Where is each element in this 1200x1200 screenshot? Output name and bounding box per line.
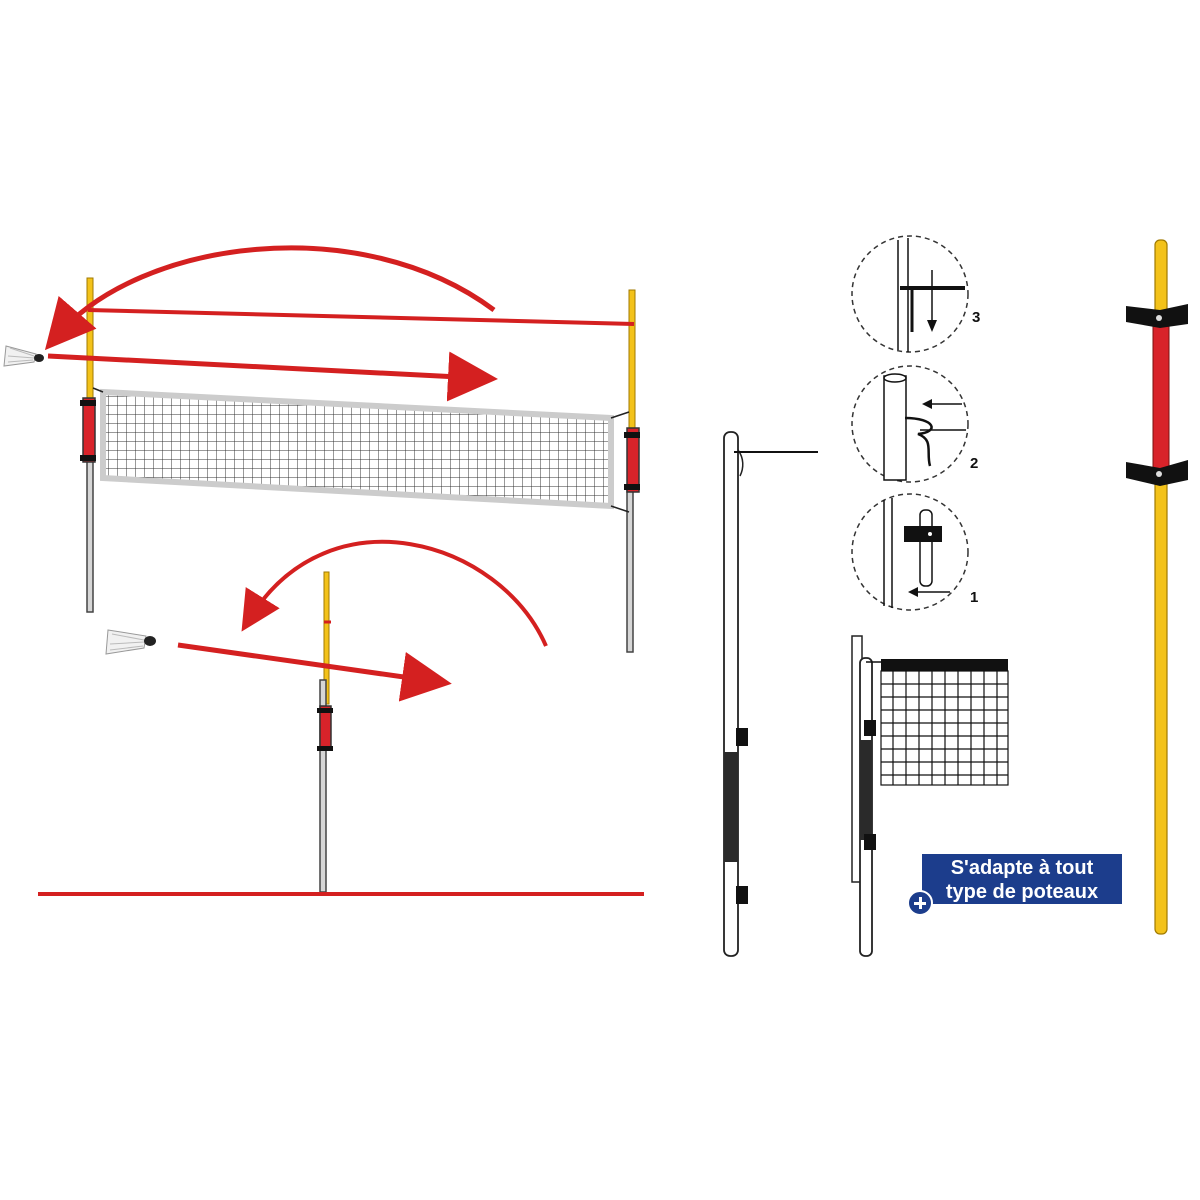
full-net-setup [3,245,640,653]
forward-shot-arrow [47,351,498,402]
existing-post-attachment [723,431,818,957]
step-1-detail: 1 [851,493,978,611]
step-2-detail: 2 [851,365,978,483]
step-3-detail: 3 [851,235,980,353]
right-net-pole [624,289,640,653]
step-3-number: 3 [972,309,980,326]
center-pole [317,571,333,893]
left-net-pole [80,277,96,613]
shuttlecock [105,629,156,655]
step-2-number: 2 [970,455,978,472]
height-cord [87,308,635,326]
center-return-arc-arrow [241,539,548,647]
return-arc-arrow [44,245,496,351]
badge-line-2: type de poteaux [945,881,1099,903]
single-pole-demo [38,539,644,896]
badge-line-1: S'adapte à tout [950,857,1094,879]
net-mounted-on-post [851,635,1009,957]
step-1-number: 1 [970,589,978,606]
badminton-net [92,387,630,513]
compatibility-badge: S'adapte à tout type de poteaux [922,854,1122,904]
plus-icon [907,890,933,916]
shuttlecock [3,345,44,367]
center-forward-arrow [177,642,452,702]
yellow-pole-with-sleeve [1126,239,1188,935]
